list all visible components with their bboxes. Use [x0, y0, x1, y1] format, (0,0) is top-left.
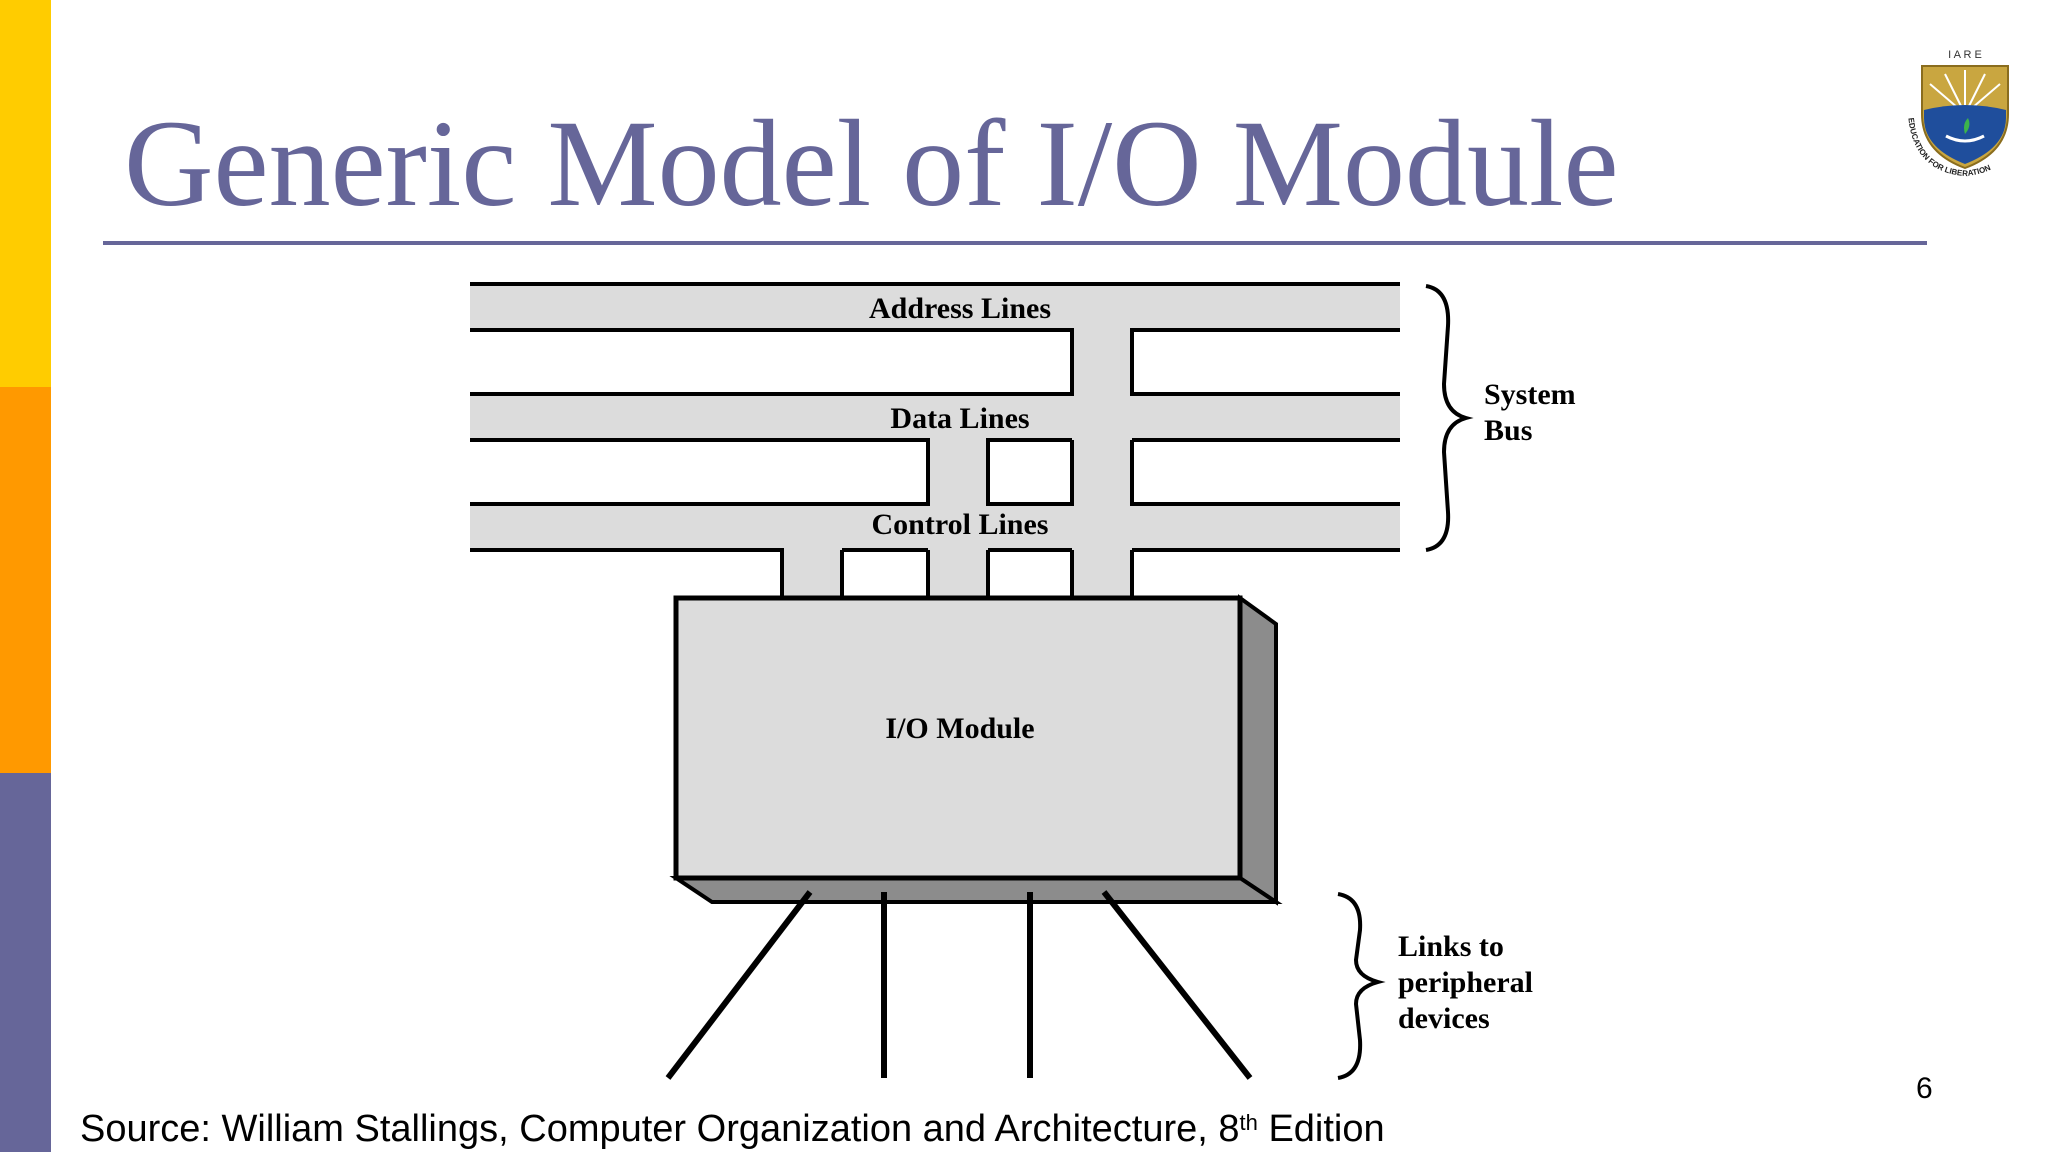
side-bar-yellow	[0, 0, 51, 387]
io-module-box	[673, 595, 1243, 881]
slide-title: Generic Model of I/O Module	[124, 95, 1619, 232]
source-citation: Source: William Stallings, Computer Orga…	[80, 1108, 1385, 1151]
system-bus-brace	[1425, 284, 1474, 552]
peripheral-link	[665, 890, 813, 1080]
side-bar-orange	[0, 387, 51, 773]
io-module-side-face	[1238, 594, 1278, 906]
io-module-label: I/O Module	[885, 712, 1034, 745]
slide-number: 6	[1916, 1072, 1933, 1105]
source-superscript: th	[1239, 1110, 1258, 1135]
io-module-bottom-face	[669, 876, 1283, 904]
system-bus-label-line2: Bus	[1484, 414, 1532, 447]
iare-logo: I A R E EDUCATION FOR LIBERATION	[1906, 49, 2009, 178]
data-lines-label: Data Lines	[890, 402, 1029, 435]
address-lines-label: Address Lines	[869, 292, 1051, 325]
peripheral-link	[1101, 890, 1253, 1080]
system-bus-label-line1: System	[1484, 378, 1576, 411]
links-label-line2: peripheral	[1398, 966, 1533, 999]
source-prefix: Source: William Stallings, Computer Orga…	[80, 1108, 1240, 1150]
logo-text-top: I A R E	[1948, 49, 1982, 61]
links-label-line1: Links to	[1398, 930, 1504, 963]
control-lines-label: Control Lines	[872, 508, 1049, 541]
source-suffix: Edition	[1257, 1108, 1385, 1150]
title-divider	[103, 241, 1927, 245]
control-lines-bus	[470, 504, 1400, 550]
address-lines-bus	[470, 284, 1400, 330]
side-bar-purple	[0, 773, 51, 1152]
links-label-line3: devices	[1398, 1002, 1490, 1035]
links-brace	[1337, 892, 1386, 1080]
data-lines-bus	[470, 394, 1400, 440]
